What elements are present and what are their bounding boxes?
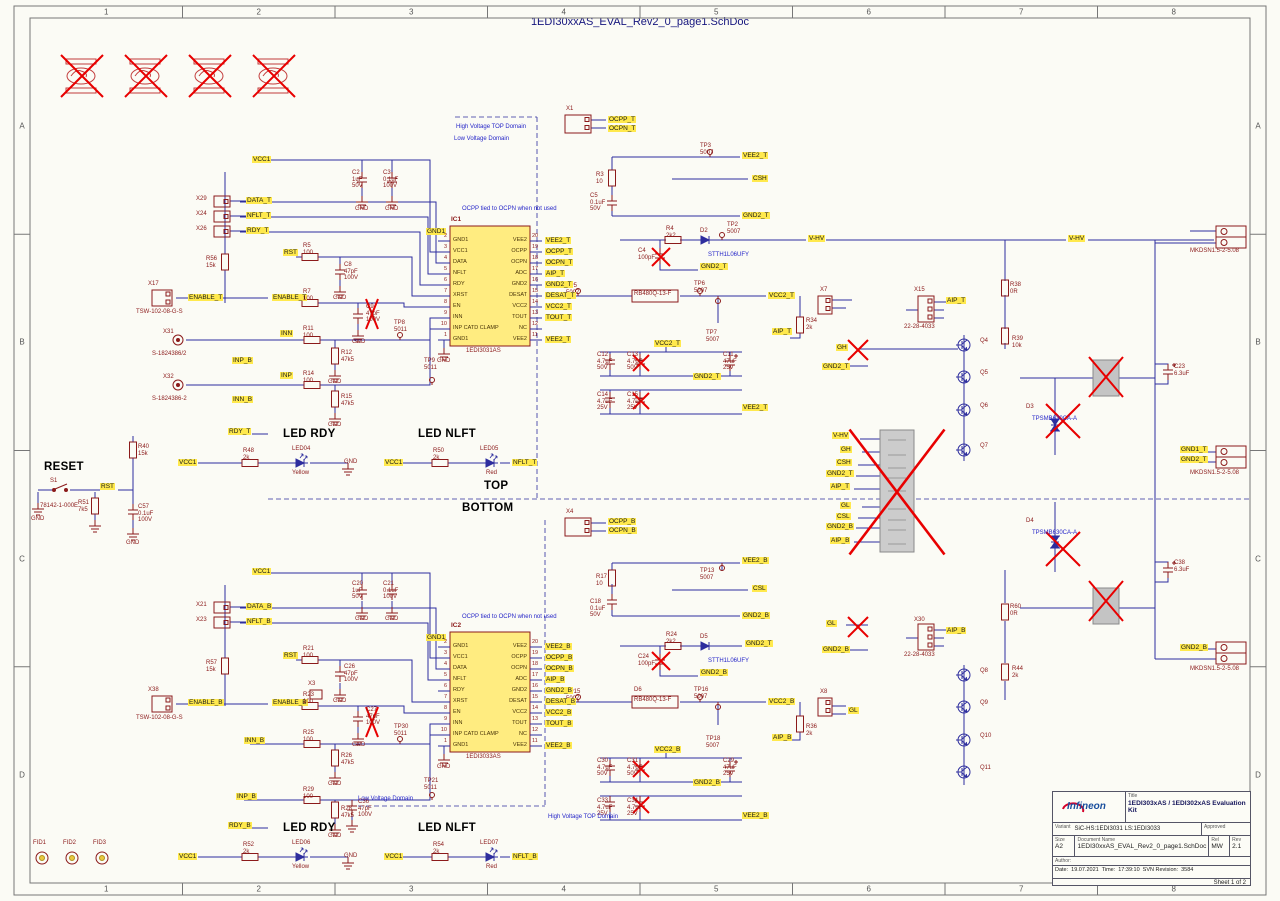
ic-ic1	[438, 225, 542, 347]
brand-name: Infineon	[1067, 801, 1106, 812]
zone-row-C: C	[19, 554, 25, 564]
crossed-logo-footprints	[65, 58, 289, 94]
title-block: Infineon Title 1EDI303xAS / 1EDI302xAS E…	[1052, 791, 1251, 886]
sheet-title: 1EDI30xxAS_EVAL_Rev2_0_page1.SchDoc	[530, 16, 750, 28]
zone-col-6: 6	[866, 7, 871, 17]
dnp-crosses	[60, 54, 1124, 814]
zone-col-8: 8	[1171, 884, 1176, 894]
zone-col-4: 4	[561, 7, 566, 17]
time-value: 17:39:10	[1118, 867, 1140, 873]
variant-label: Variant	[1055, 824, 1071, 830]
rev-label: Rev	[1232, 837, 1242, 843]
zone-col-4: 4	[561, 884, 566, 894]
ic-ic2	[438, 631, 542, 753]
sheet-number: Sheet 1 of 2	[1213, 880, 1246, 886]
zone-col-2: 2	[256, 884, 261, 894]
size-label: Size	[1055, 837, 1065, 843]
zone-row-A: A	[19, 121, 25, 131]
rel-label: Rel	[1211, 837, 1219, 843]
date-row: Date:19.07.2021 Time:17:39:10 SVN Revisi…	[1053, 866, 1250, 879]
zone-row-B: B	[1255, 337, 1261, 347]
rel-value: MW	[1211, 843, 1223, 850]
date-value: 19.07.2021	[1071, 867, 1099, 873]
author-label: Author:	[1055, 858, 1072, 864]
zone-col-1: 1	[104, 884, 109, 894]
zone-col-1: 1	[104, 7, 109, 17]
zone-col-5: 5	[714, 884, 719, 894]
component-symbols	[31, 114, 1247, 870]
project-title: 1EDI303xAS / 1EDI302xAS Evaluation Kit	[1128, 800, 1246, 814]
zone-col-3: 3	[409, 7, 414, 17]
infineon-logo: Infineon	[1053, 792, 1126, 822]
zone-row-D: D	[19, 770, 25, 780]
zone-col-3: 3	[409, 884, 414, 894]
zone-col-8: 8	[1171, 7, 1176, 17]
zone-col-7: 7	[1019, 7, 1024, 17]
zone-col-2: 2	[256, 7, 261, 17]
approved-label: Approved	[1201, 823, 1250, 835]
docname-label: Document Name	[1077, 837, 1115, 843]
zone-row-A: A	[1255, 121, 1261, 131]
rev-value: 2.1	[1232, 843, 1242, 850]
zone-row-C: C	[1255, 554, 1261, 564]
zone-row-B: B	[19, 337, 25, 347]
zone-col-6: 6	[866, 884, 871, 894]
size-value: A2	[1055, 843, 1063, 850]
zone-col-5: 5	[714, 7, 719, 17]
docname-value: 1EDI30xxAS_EVAL_Rev2_0_page1.SchDoc	[1077, 843, 1207, 850]
svn-value: 3584	[1181, 867, 1194, 873]
variant-value: SiC-HS:1EDI3031 LS:1EDI3033	[1074, 826, 1161, 832]
zone-row-D: D	[1255, 770, 1261, 780]
zone-col-7: 7	[1019, 884, 1024, 894]
title-label: Title	[1128, 793, 1138, 799]
